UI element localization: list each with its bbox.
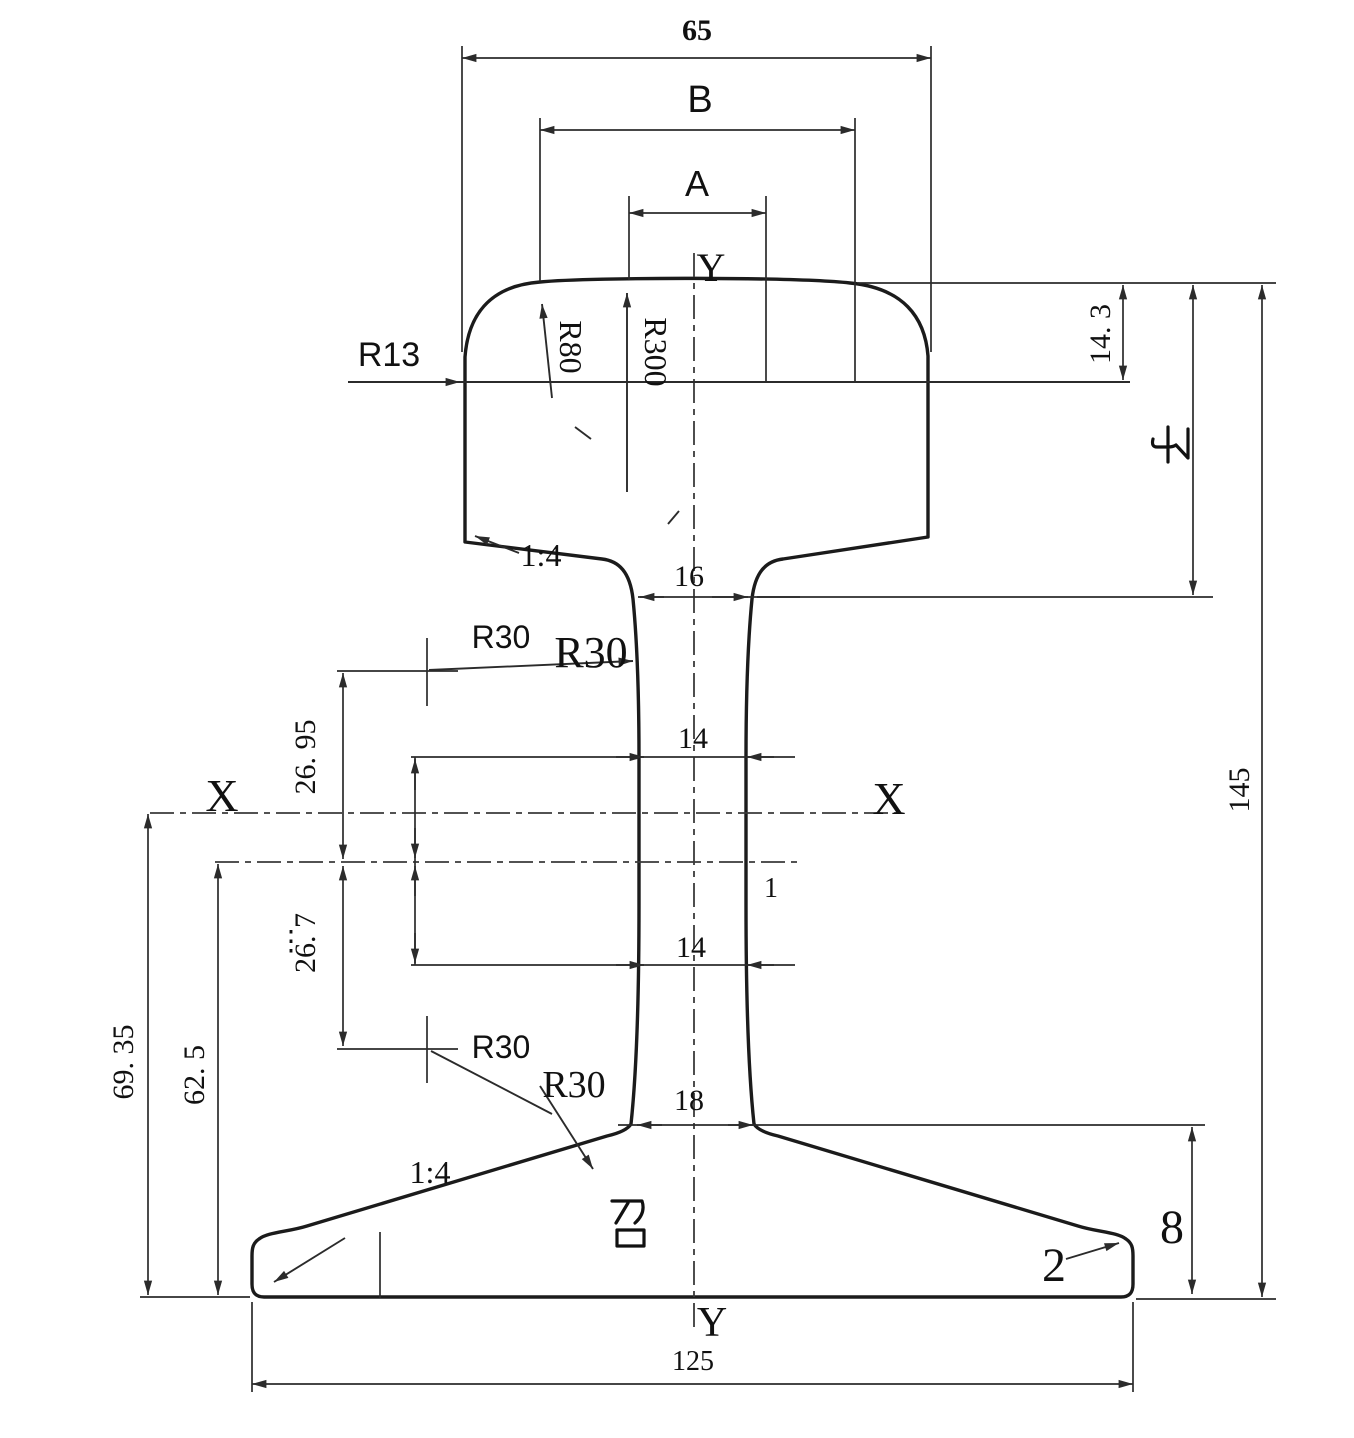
r30-lower-small-label: R30 [472,1029,531,1065]
dim-26-95-label: 26. 95 [289,720,322,795]
dim-125-label: 125 [672,1346,714,1377]
dim-8-label: 8 [1160,1201,1184,1254]
head-slope-leader [474,535,520,554]
r30-upper-small-label: R30 [472,619,531,655]
y-axis-top-label: Y [697,245,726,290]
r80-leader-dash [574,426,592,440]
r30-upper-large-label: R30 [554,628,627,677]
dim-69-35-label: 69. 35 [107,1025,140,1100]
r13-label: R13 [358,336,420,374]
dim-14-3-label: 14. 3 [1084,304,1117,364]
dim-16-label: 16 [674,560,704,593]
rail-profile-outline [250,276,1135,1299]
dim-26-7-label: 26. 7 [289,913,322,973]
head-slope-label: 1:4 [521,537,562,573]
dim-62-5-label: 62. 5 [178,1045,211,1105]
foot-note-char [610,1199,646,1248]
stray-dash [667,510,680,525]
x-axis-left-label: X [205,770,238,821]
dim-145-label: 145 [1223,768,1256,813]
foot-edge-note-label: 2 [1042,1239,1066,1292]
r80-leader [539,303,553,399]
dim-18-label: 18 [674,1084,704,1117]
dim-14l-label: 14 [676,931,706,964]
x-axis-right-label: X [872,773,905,824]
r300-label: R300 [638,317,674,386]
r30-lower-leader-1 [430,1050,553,1115]
foot-slope-label: 1:4 [410,1154,451,1190]
foot-slope-leader [273,1237,346,1283]
y-axis-bottom-label: Y [697,1300,727,1346]
foot-edge-leader [1065,1242,1120,1260]
head-height-char [1150,425,1190,464]
dim-14u-label: 14 [678,722,708,755]
web-taper-mark: 1 [764,873,778,904]
r30-upper-leader [428,657,634,671]
dim-65-label: 65 [682,14,712,47]
r30-lower-large-label: R30 [542,1064,605,1106]
dim-A-label: A [685,163,709,204]
artifact-dots: ⋮ [277,926,305,957]
r30-lower-leader-2 [539,1085,594,1170]
dim-B-label: B [687,79,712,121]
r80-label: R80 [553,320,589,373]
